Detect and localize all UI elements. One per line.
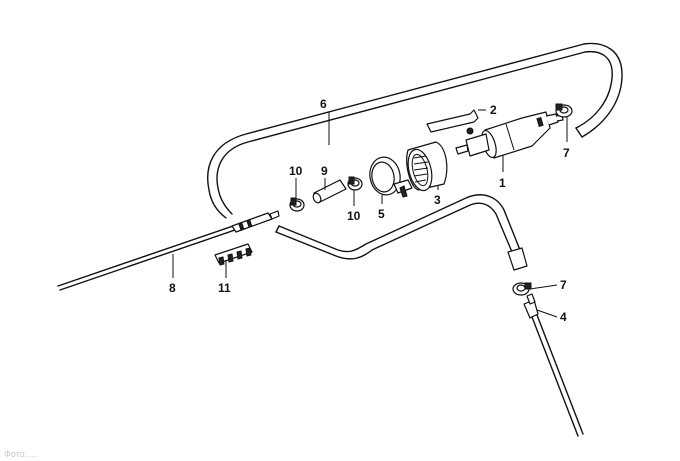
callout-8: 8 (169, 281, 176, 295)
leader-lines (172, 109, 568, 318)
fuel-pump-1 (455, 111, 564, 159)
short-hose-9 (312, 179, 347, 204)
callout-11: 11 (218, 281, 231, 295)
fuel-line-8 (57, 210, 280, 291)
small-clamp-10a (289, 197, 305, 212)
sleeve-3 (406, 141, 448, 192)
clamp-5 (369, 156, 413, 198)
clip-strip-11 (214, 243, 253, 266)
clamp-7-lower (512, 282, 532, 296)
callout-3: 3 (434, 193, 441, 207)
clamp-7-upper (555, 103, 573, 118)
callout-4: 4 (560, 310, 567, 324)
strip-2 (426, 109, 479, 133)
watermark: Фото: ... (4, 449, 37, 459)
callouts: 1 2 3 4 5 6 7 7 8 9 10 10 11 (169, 97, 570, 324)
callout-2: 2 (490, 103, 497, 117)
callout-7-lower: 7 (560, 278, 567, 292)
callout-10-right: 10 (347, 209, 361, 223)
callout-7-upper: 7 (563, 146, 570, 160)
hose-6 (207, 42, 623, 219)
callout-9: 9 (321, 164, 328, 178)
callout-1: 1 (499, 176, 506, 190)
small-clamp-10b (347, 176, 363, 191)
callout-10-left: 10 (289, 164, 303, 178)
callout-5: 5 (378, 207, 385, 221)
bent-hose (275, 194, 528, 271)
fuel-line-4 (523, 293, 584, 437)
callout-6: 6 (320, 97, 327, 111)
